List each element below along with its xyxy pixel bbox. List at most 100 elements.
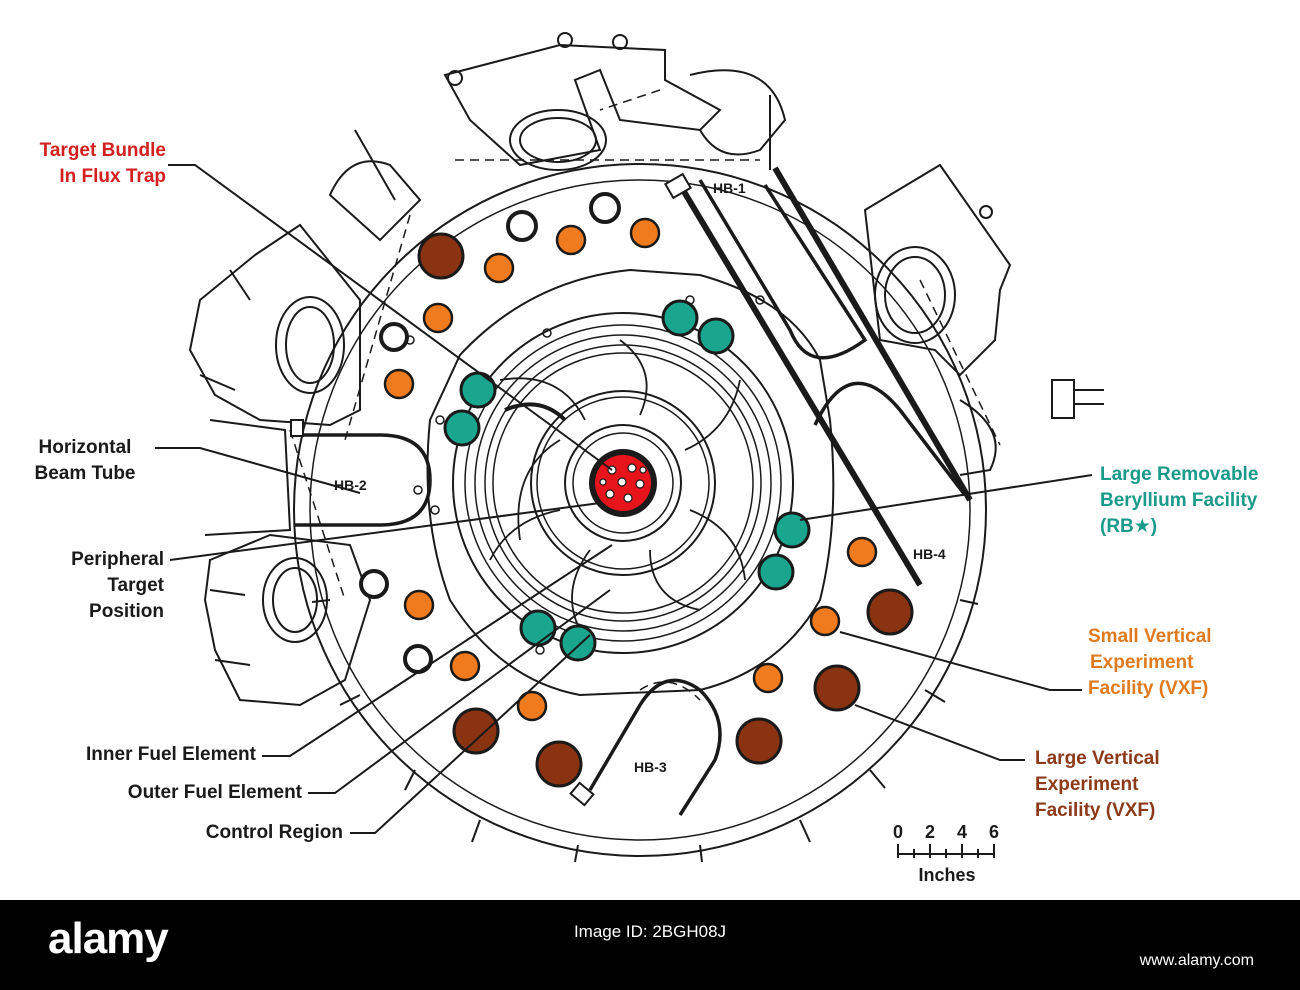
beam-tube-caps	[290, 172, 693, 807]
dashed-lines	[289, 89, 1001, 701]
reflector-ring-1	[464, 324, 782, 642]
left-upper-port-inner	[285, 306, 335, 384]
beam-tube-housings	[188, 32, 1104, 707]
label-small-vxf: Small Vertical Experiment Facility (VXF)	[1088, 626, 1212, 699]
right-connector	[1051, 379, 1075, 419]
vessel-inner-ring	[309, 179, 971, 841]
vessel-outline	[293, 95, 987, 863]
label-horizontal-beam-tube: Horizontal Beam Tube	[34, 437, 136, 484]
left-upper-housing	[188, 223, 361, 427]
hb4-tube	[772, 166, 973, 502]
inner-structure	[426, 268, 835, 697]
rb-facility-6	[757, 553, 795, 591]
small-vxf-facilities	[383, 217, 878, 722]
hb1-tube	[677, 183, 923, 587]
flux-trap	[589, 449, 657, 517]
label-large-removable-beryllium: Large Removable Beryllium Facility (RB★)	[1100, 464, 1259, 537]
right-bolt	[979, 205, 993, 219]
outer-fuel-ring-inner	[536, 396, 710, 570]
leader-horizontal-beam-tube	[155, 447, 361, 494]
vessel-outer-ring	[293, 163, 987, 857]
brand-logo[interactable]: alamy	[48, 914, 169, 963]
left-lower-port-inner	[272, 567, 318, 633]
involute-plates	[489, 339, 746, 631]
top-bolt-3	[612, 34, 628, 50]
right-lobe	[959, 399, 997, 476]
scale-ruler	[897, 844, 995, 858]
hb1-label: HB-1	[713, 180, 746, 196]
hb4-label: HB-4	[913, 546, 946, 562]
rb-facility-7	[519, 609, 557, 647]
watermark-footer: alamy Image ID: 2BGH08J www.alamy.com	[0, 900, 1300, 990]
beam-tube-lines	[677, 166, 973, 587]
reflector-ring-2	[474, 334, 772, 632]
upper-left-lobe	[328, 160, 422, 242]
control-ring	[492, 352, 754, 614]
leader-outer-fuel	[308, 589, 611, 794]
rb-facility-5	[773, 511, 811, 549]
right-port	[874, 246, 956, 344]
top-bolt-1	[447, 70, 463, 86]
scale-tick-0: 0	[893, 822, 903, 842]
hb2-inner-tip	[504, 402, 567, 422]
top-housing	[443, 43, 722, 167]
hb3-label: HB-3	[634, 759, 667, 775]
leader-control-region	[350, 634, 591, 834]
outer-fuel-ring	[530, 390, 716, 576]
right-housing	[863, 163, 1012, 377]
core-boundary	[426, 268, 835, 697]
left-upper-port	[275, 296, 345, 394]
hb2-edge	[204, 419, 292, 536]
label-peripheral-target: Peripheral Target Position	[71, 549, 164, 622]
beam-tube-labels: HB-1 HB-2 HB-3 HB-4	[334, 180, 946, 775]
leader-target-bundle	[168, 164, 613, 471]
leader-inner-fuel	[262, 544, 613, 757]
left-lower-port	[262, 557, 328, 643]
scale-unit: Inches	[918, 865, 975, 885]
hb4-loop	[813, 381, 967, 497]
hb3-tube	[588, 678, 722, 816]
leader-lines	[155, 164, 1093, 834]
label-large-vxf: Large Vertical Experiment Facility (VXF)	[1035, 748, 1160, 821]
rb-facility-8	[559, 624, 597, 662]
leader-peripheral-target	[169, 502, 601, 561]
hb1-cap	[663, 172, 693, 200]
leader-small-vxf	[839, 631, 1082, 691]
label-inner-fuel: Inner Fuel Element	[86, 744, 256, 765]
scale-tick-2: 2	[925, 822, 935, 842]
large-vxf-facilities	[417, 232, 914, 788]
inner-fuel-ring	[564, 424, 682, 542]
label-outer-fuel: Outer Fuel Element	[127, 782, 302, 803]
right-port-inner	[884, 256, 946, 334]
rb-facility-1	[661, 299, 699, 337]
target-rods	[599, 463, 647, 503]
leader-rb	[799, 474, 1093, 521]
inner-fuel-ring-inner	[572, 432, 674, 534]
hb2-label: HB-2	[334, 477, 367, 493]
image-id: Image ID: 2BGH08J	[573, 922, 727, 941]
label-target-bundle: Target Bundle In Flux Trap	[39, 140, 166, 187]
rb-facilities	[443, 299, 811, 662]
top-port	[509, 109, 607, 171]
empty-facilities	[359, 192, 621, 674]
rb-facility-2	[697, 317, 735, 355]
scale-bar: 0 2 4 6 Inches	[893, 822, 999, 885]
scale-tick-4: 4	[957, 822, 967, 842]
reflector-outer	[452, 312, 794, 654]
label-control-region: Control Region	[205, 822, 343, 843]
rb-facility-3	[459, 371, 497, 409]
hb2-tube	[295, 433, 432, 527]
top-port-inner	[519, 117, 597, 163]
reflector-ring-3	[484, 344, 762, 622]
top-bolt-2	[557, 32, 573, 48]
site-link[interactable]: www.alamy.com	[1139, 952, 1254, 969]
rb-facility-4	[443, 409, 481, 447]
top-lobe	[689, 69, 787, 156]
reactor-core-diagram: HB-1 HB-2 HB-3 HB-4 0 2 4 6 Inches	[155, 32, 1104, 885]
scale-tick-6: 6	[989, 822, 999, 842]
hb2-cap	[290, 419, 304, 437]
perimeter-notches	[311, 95, 979, 863]
hb3-cap	[569, 781, 595, 807]
leader-large-vxf	[854, 704, 1025, 761]
